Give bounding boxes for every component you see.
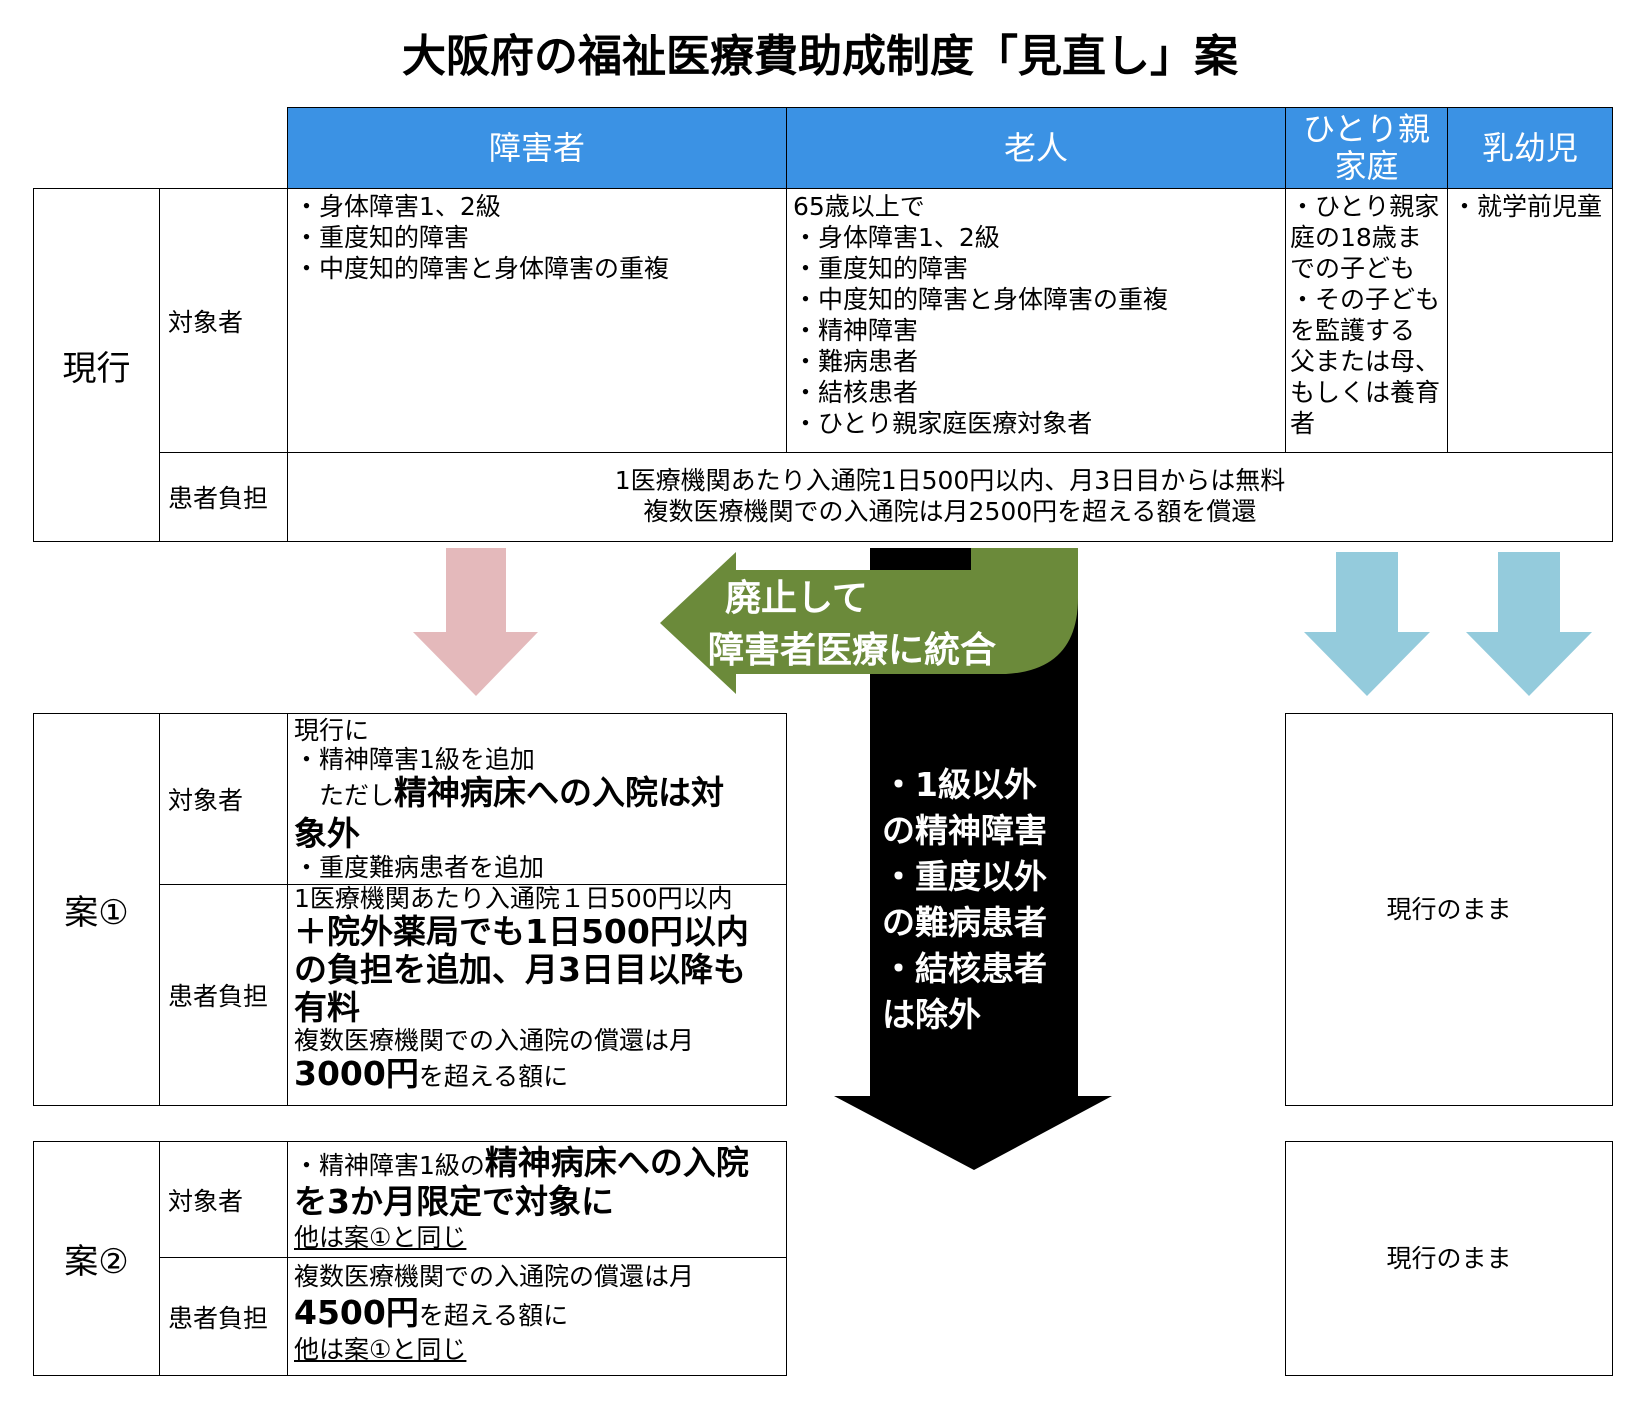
burden-line: 1医療機関あたり入通院1日500円以内、月3日目からは無料	[614, 466, 1286, 495]
plan2-target-prefix: ・精神障害1級の	[294, 1151, 485, 1180]
current-target-label: 対象者	[159, 188, 288, 453]
list-item: ・その子ども	[1290, 285, 1441, 314]
plan1-targets: 現行に ・精神障害1級を追加 ただし精神病床への入院は対 象外 ・重度難病患者を…	[287, 713, 787, 885]
merge-text-line2: 障害者医療に統合	[708, 630, 996, 671]
list-item: を監護する	[1290, 316, 1416, 345]
list-item: ・ひとり親家庭医療対象者	[793, 409, 1093, 438]
pink-arrow	[413, 548, 538, 696]
exclude-line: ・重度以外	[882, 857, 1047, 896]
current-burden: 1医療機関あたり入通院1日500円以内、月3日目からは無料 複数医療機関での入通…	[287, 452, 1613, 542]
plan1-burden-bold: の負担を追加、月3日目以降も	[294, 950, 746, 989]
plan1-burden-line: 1医療機関あたり入通院１日500円以内	[294, 884, 733, 913]
exclude-line: は除外	[882, 995, 981, 1034]
plan2-targets: ・精神障害1級の精神病床への入院 を3か月限定で対象に 他は案①と同じ	[287, 1141, 787, 1258]
plan1-target-line: ・重度難病患者を追加	[294, 853, 545, 882]
plan2-target-bold: 精神病床への入院	[484, 1143, 749, 1182]
plan1-burden-amount: 3000円	[294, 1054, 419, 1093]
current-single-parent-targets: ・ひとり親家 庭の18歳ま での子ども ・その子ども を監護する 父または母、 …	[1285, 188, 1448, 453]
list-item: ・ひとり親家	[1290, 192, 1440, 221]
header-disabled: 障害者	[287, 107, 787, 189]
plan1-target-bold: 象外	[294, 814, 360, 853]
header-single-parent: ひとり親 家庭	[1285, 107, 1448, 189]
green-merge-arrow	[660, 548, 1078, 694]
plan2-burden-amount: 4500円	[294, 1293, 419, 1332]
plan1-others: 現行のまま	[1285, 713, 1613, 1106]
list-item: ・難病患者	[793, 347, 919, 376]
plan2-target-note: 他は案①と同じ	[294, 1223, 467, 1252]
plan1-burden-bold: ＋院外薬局でも1日500円以内	[294, 912, 749, 951]
page-title: 大阪府の福祉医療費助成制度「見直し」案	[402, 31, 1238, 82]
list-item: ・身体障害1、2級	[294, 192, 501, 221]
plan1-burden-line: 複数医療機関での入通院の償還は月	[294, 1026, 695, 1055]
plan1-target-line: ・精神障害1級を追加	[294, 745, 535, 774]
list-item: ・重度知的障害	[294, 223, 470, 252]
exclude-line: ・結核患者	[882, 949, 1047, 988]
plan2-burden-note: 他は案①と同じ	[294, 1335, 467, 1364]
merge-text-line1: 廃止して	[725, 578, 868, 619]
list-item: ・中度知的障害と身体障害の重複	[294, 254, 670, 283]
list-item: 者	[1290, 409, 1316, 438]
plan2-others: 現行のまま	[1285, 1141, 1613, 1376]
list-item: ・重度知的障害	[793, 254, 969, 283]
black-arrow	[834, 548, 1112, 1170]
plan1-burden-label: 患者負担	[159, 884, 288, 1106]
current-disabled-targets: ・身体障害1、2級 ・重度知的障害 ・中度知的障害と身体障害の重複	[287, 188, 787, 453]
plan1-label: 案①	[33, 713, 160, 1106]
list-item: ・中度知的障害と身体障害の重複	[793, 285, 1169, 314]
plan1-target-bold: 精神病床への入院は対	[394, 773, 725, 812]
plan1-target-line: 現行に	[294, 716, 370, 745]
list-item: ・結核患者	[793, 378, 919, 407]
header-infant: 乳幼児	[1447, 107, 1613, 189]
plan2-target-label: 対象者	[159, 1141, 288, 1258]
exclude-line: の難病患者	[882, 903, 1047, 942]
plan1-burden: 1医療機関あたり入通院１日500円以内 ＋院外薬局でも1日500円以内 の負担を…	[287, 884, 787, 1106]
list-item: ・身体障害1、2級	[793, 223, 1000, 252]
header-single-parent-line1: ひとり親	[1302, 110, 1431, 149]
list-item: ・精神障害	[793, 316, 919, 345]
plan2-burden-label: 患者負担	[159, 1257, 288, 1376]
exclude-line: の精神障害	[882, 811, 1047, 850]
current-infant-targets: ・就学前児童	[1447, 188, 1613, 453]
burden-line: 複数医療機関での入通院は月2500円を超える額を償還	[643, 497, 1257, 526]
blue-arrow-single-parent	[1304, 552, 1430, 696]
plan2-label: 案②	[33, 1141, 160, 1376]
plan1-target-label: 対象者	[159, 713, 288, 885]
plan2-burden-line: 複数医療機関での入通院の償還は月	[294, 1262, 695, 1291]
plan1-burden-bold: 有料	[294, 988, 360, 1027]
list-item: もしくは養育	[1290, 378, 1441, 407]
plan1-burden-suffix: を超える額に	[418, 1062, 569, 1091]
list-item: での子ども	[1290, 254, 1416, 283]
current-burden-label: 患者負担	[159, 452, 288, 542]
plan2-burden-suffix: を超える額に	[418, 1301, 569, 1330]
header-elderly: 老人	[786, 107, 1286, 189]
blue-arrow-infant	[1466, 552, 1592, 696]
list-item: 65歳以上で	[793, 192, 925, 221]
list-item: ・就学前児童	[1452, 192, 1603, 221]
list-item: 庭の18歳ま	[1290, 223, 1422, 252]
plan1-target-prefix: ただし	[294, 781, 395, 810]
exclude-line: ・1級以外	[882, 765, 1037, 804]
plan2-target-bold: を3か月限定で対象に	[294, 1182, 614, 1221]
list-item: 父または母、	[1290, 347, 1441, 376]
header-single-parent-line2: 家庭	[1334, 147, 1399, 185]
plan2-burden: 複数医療機関での入通院の償還は月 4500円を超える額に 他は案①と同じ	[287, 1257, 787, 1376]
